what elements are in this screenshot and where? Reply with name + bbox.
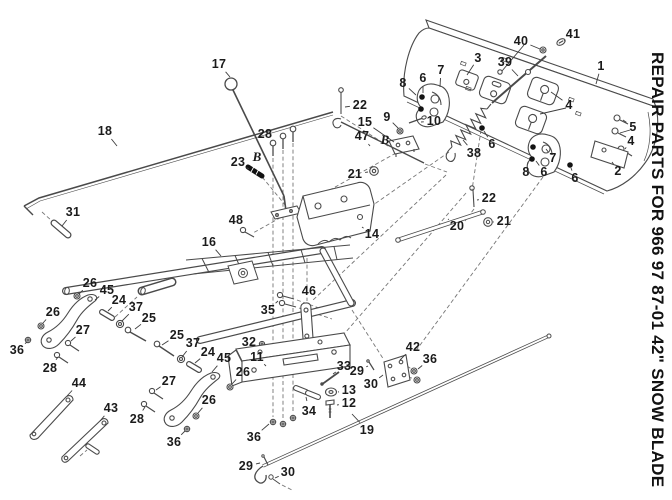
linkage-set-1	[24, 292, 147, 364]
pivot-bracket-right	[526, 133, 561, 178]
blade-bracket-plate	[455, 69, 479, 91]
link-rod-20	[395, 185, 493, 243]
blade-bracket-plate	[514, 105, 548, 135]
leader-lines	[24, 39, 631, 479]
bolt-6	[479, 125, 485, 131]
under-channel-hardware	[293, 371, 340, 418]
link-arms	[29, 395, 109, 463]
pivot-brackets	[415, 83, 573, 178]
a-frame-16	[62, 244, 356, 344]
linkage-set-2	[140, 340, 234, 433]
hardware-upper-middle	[239, 87, 427, 238]
diagram-title: REPAIR PARTS FOR 966 97 87-01 42" SNOW B…	[648, 52, 667, 488]
bolt-6	[567, 162, 573, 168]
pivot-bracket-left	[415, 83, 450, 128]
spring-rod-assembly	[445, 38, 566, 162]
mount-plate-42	[366, 354, 421, 388]
construction-dashed-lines	[41, 115, 544, 491]
lift-handle-18	[23, 111, 334, 239]
strap-46-group	[258, 291, 314, 348]
bracket-14	[296, 181, 375, 247]
channel-bracket-11	[227, 332, 351, 387]
stabilizer-rod-19	[254, 333, 552, 485]
skid-plate	[590, 140, 629, 169]
lift-rod-17	[224, 77, 302, 220]
blade-bracket-plate	[478, 75, 512, 105]
mount-bolts-28	[269, 125, 297, 428]
blade-slot-marks	[459, 56, 582, 117]
